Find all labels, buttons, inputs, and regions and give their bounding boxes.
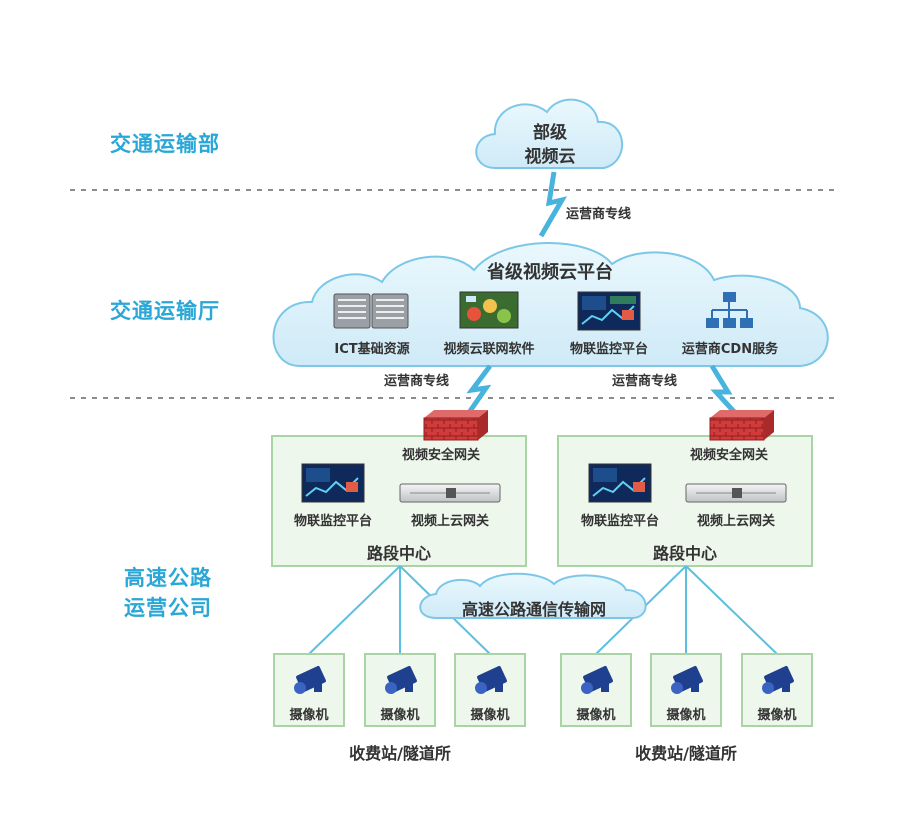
camera-icon xyxy=(762,666,794,694)
link-label-left: 运营商专线 xyxy=(384,374,450,389)
cdn-network-icon xyxy=(706,292,753,328)
camera-box xyxy=(560,653,632,727)
camera-icon xyxy=(581,666,613,694)
province-cloud-shape xyxy=(272,242,829,367)
firewall-icon xyxy=(423,410,488,441)
link-label-right: 运营商专线 xyxy=(612,374,678,389)
camera-box xyxy=(454,653,526,727)
network-cloud-shape xyxy=(419,572,647,619)
level-department: 交通运输厅 xyxy=(110,299,220,323)
road-center-title: 路段中心 xyxy=(652,544,717,563)
camera-icon xyxy=(475,666,507,694)
camera-icon xyxy=(671,666,703,694)
level-company-line1: 高速公路 xyxy=(124,566,212,590)
firewall-icon xyxy=(709,410,774,441)
video-software-icon xyxy=(459,291,519,329)
server-icon xyxy=(685,483,787,503)
camera-box xyxy=(650,653,722,727)
iot-monitor-icon xyxy=(577,291,641,331)
ict-server-icon xyxy=(333,293,409,329)
gateway-label: 视频安全网关 xyxy=(690,448,769,463)
camera-label: 摄像机 xyxy=(470,708,510,723)
province-item-ict: ICT基础资源 xyxy=(334,342,410,357)
camera-label: 摄像机 xyxy=(289,708,329,723)
iot-monitor-icon xyxy=(588,463,652,503)
province-item-video-software: 视频云联网软件 xyxy=(443,342,535,357)
camera-label: 摄像机 xyxy=(666,708,706,723)
ministry-cloud-shape xyxy=(475,98,623,169)
link-top-lightning xyxy=(538,171,568,238)
network-cloud-label: 高速公路通信传输网 xyxy=(461,600,606,619)
iot-monitor-icon xyxy=(301,463,365,503)
camera-icon xyxy=(294,666,326,694)
server-label: 视频上云网关 xyxy=(410,514,489,529)
province-item-cdn: 运营商CDN服务 xyxy=(681,342,779,357)
province-cloud-title: 省级视频云平台 xyxy=(487,262,613,283)
ministry-cloud-line2: 视频云 xyxy=(524,147,576,167)
road-center-title: 路段中心 xyxy=(366,544,431,563)
camera-label: 摄像机 xyxy=(757,708,797,723)
link-label-top: 运营商专线 xyxy=(566,207,632,222)
camera-label: 摄像机 xyxy=(380,708,420,723)
server-icon xyxy=(399,483,501,503)
camera-label: 摄像机 xyxy=(576,708,616,723)
level-ministry: 交通运输部 xyxy=(110,132,220,156)
camera-box xyxy=(273,653,345,727)
ministry-cloud-line1: 部级 xyxy=(533,123,567,143)
gateway-label: 视频安全网关 xyxy=(402,448,481,463)
camera-icon xyxy=(385,666,417,694)
server-label: 视频上云网关 xyxy=(696,514,775,529)
link-left-lightning xyxy=(465,364,492,416)
link-right-lightning xyxy=(709,364,740,418)
camera-box xyxy=(741,653,813,727)
monitor-label: 物联监控平台 xyxy=(580,514,659,529)
station-label: 收费站/隧道所 xyxy=(349,744,451,763)
level-company-line2: 运营公司 xyxy=(124,596,212,620)
monitor-label: 物联监控平台 xyxy=(293,514,372,529)
province-item-iot-monitor: 物联监控平台 xyxy=(569,342,648,357)
camera-box xyxy=(364,653,436,727)
station-label: 收费站/隧道所 xyxy=(635,744,737,763)
